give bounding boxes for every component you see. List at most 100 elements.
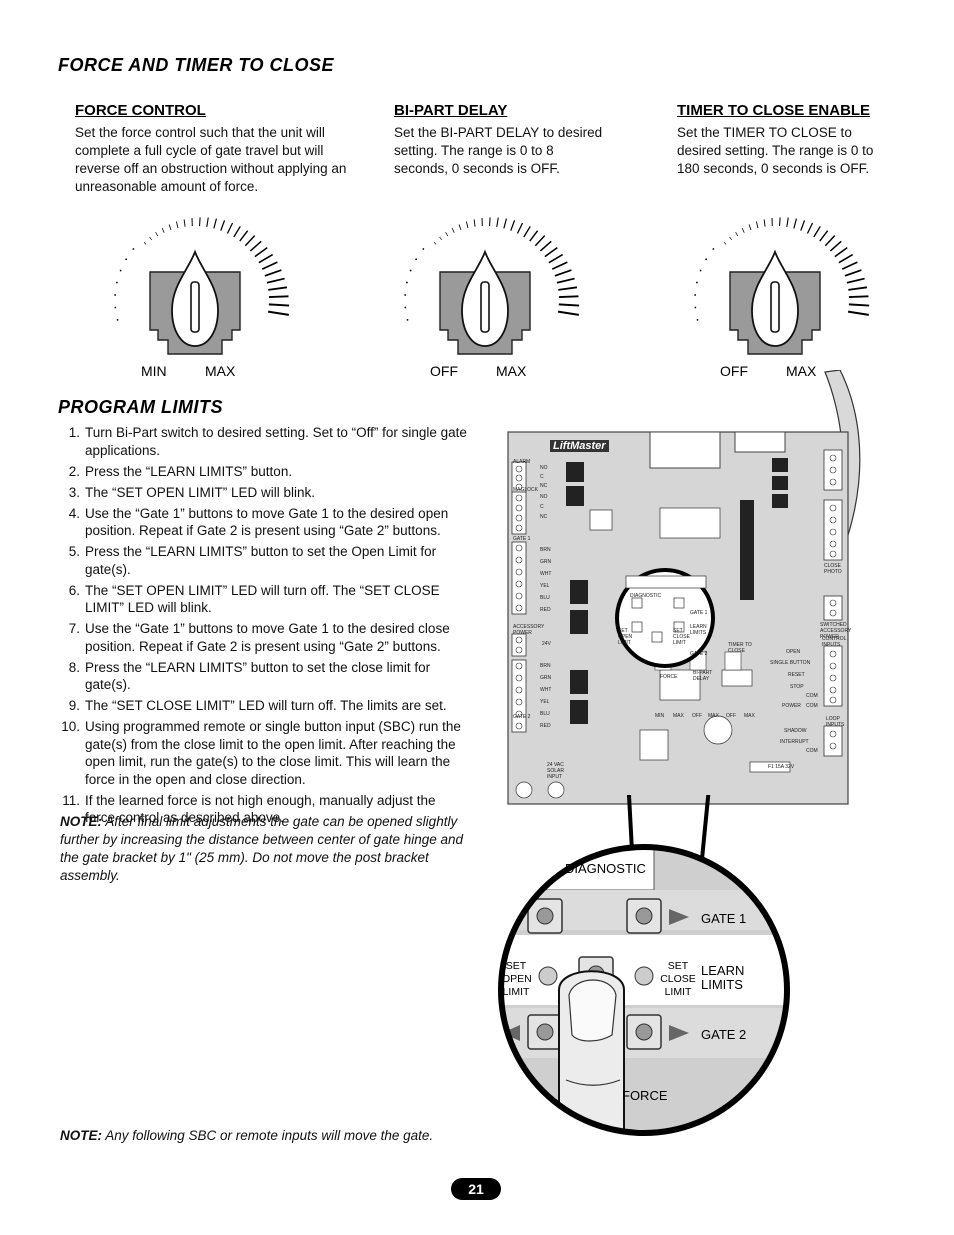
dial-tick [548, 253, 564, 264]
dial-tick [116, 281, 118, 284]
board-label-accessory-power: ACCESSORY POWER [513, 624, 545, 636]
dial-tick [415, 258, 418, 261]
zoom-label-diagnostic: DIAGNOSTIC [565, 861, 646, 876]
step-number: 3. [68, 484, 80, 500]
dial-tick [149, 236, 152, 241]
board-label-com-3: COM [806, 748, 818, 754]
dial-tick [489, 217, 491, 227]
board-label-close-photo: CLOSE PHOTO [824, 563, 842, 575]
board-label-fuse: F1 15A 32V [768, 764, 795, 770]
step-item: 11. If the learned force is not high enou… [60, 792, 468, 827]
dial-tick [834, 247, 848, 258]
dial-tick [841, 261, 858, 270]
board-label-alarm: ALARM [513, 459, 531, 465]
learn-limits-button[interactable] [579, 957, 613, 991]
dial-tick [539, 240, 552, 252]
board-label-24v: 24V [542, 641, 551, 647]
board-label-gate1-btn: GATE 1 [690, 610, 708, 616]
dial-tick [439, 236, 442, 241]
board-label-open: OPEN [786, 649, 801, 655]
dial-tick [556, 277, 575, 284]
bipart-delay-text: Set the BI-PART DELAY to desired setting… [394, 125, 603, 176]
dial-tick [529, 230, 539, 242]
dial-tick [696, 318, 699, 321]
dial-tick [226, 222, 234, 234]
gate1-open-button[interactable] [627, 899, 661, 933]
force-control-text: Set the force control such that the unit… [75, 125, 347, 194]
dial-tick [406, 318, 409, 321]
dial-tick [261, 261, 278, 270]
dial-tick [119, 269, 122, 272]
bipart-max-label: MAX [496, 363, 527, 379]
dial-tick [249, 240, 262, 252]
dial-tick [213, 218, 218, 229]
step-item: 2.Press the “LEARN LIMITS” button. [60, 463, 468, 481]
dial-tick [779, 217, 781, 227]
dial-tick [838, 253, 854, 264]
gate2-close-button[interactable] [528, 1015, 562, 1049]
board-label-com-2: COM [806, 703, 818, 709]
dial-tick [473, 219, 476, 227]
dial-tick [168, 224, 172, 231]
section-title-program-limits: PROGRAM LIMITS [58, 397, 223, 417]
dial-tick [712, 248, 715, 250]
dial-tick [694, 294, 697, 296]
board-label-solar: 24 VAC SOLAR INPUT [547, 762, 564, 780]
program-limits-steps: 1.Turn Bi-Part switch to desired setting… [60, 424, 468, 830]
dial-tick [244, 235, 256, 247]
step-item: 7.Use the “Gate 1” buttons to move Gate … [60, 620, 468, 655]
step-text: If the learned force is not high enough,… [85, 792, 436, 826]
step-number: 9. [68, 698, 80, 713]
dial-tick [696, 281, 698, 284]
bipart-delay-heading: BI-PART DELAY [394, 102, 508, 119]
step-text: Using programmed remote or single button… [85, 719, 461, 787]
board-label-power: POWER [782, 703, 801, 709]
board-label-off-2: OFF [726, 713, 736, 719]
step-text: Turn Bi-Part switch to desired setting. … [85, 425, 467, 458]
board-label-gate2: GATE 2 [513, 714, 531, 720]
dial-slot [480, 281, 490, 333]
dial-tick [819, 230, 829, 242]
page-number: 21 [451, 1178, 501, 1200]
force-control-dial[interactable] [110, 212, 300, 367]
step-item: 1.Turn Bi-Part switch to desired setting… [60, 424, 468, 459]
dial-tick [125, 258, 128, 261]
dial-tick [516, 222, 524, 234]
zoom-label-gate2: GATE 2 [701, 1027, 747, 1042]
dial-tick [176, 221, 179, 229]
step-item: 3.The “SET OPEN LIMIT” LED will blink. [60, 484, 468, 502]
dial-tick [503, 218, 508, 229]
dial-tick [699, 269, 702, 272]
board-label-set-open: SET OPEN LIMIT [618, 628, 633, 646]
step-item: 9.The “SET CLOSE LIMIT” LED will turn of… [60, 697, 468, 715]
step-item: 4.Use the “Gate 1” buttons to move Gate … [60, 505, 468, 540]
timer-close-dial[interactable] [690, 212, 880, 367]
dial-tick [114, 306, 117, 309]
dial-tick [155, 232, 159, 237]
dial-tick [267, 310, 289, 316]
dial-tick [199, 217, 201, 227]
step-text: Use the “Gate 1” buttons to move Gate 1 … [85, 505, 449, 539]
dial-tick [445, 232, 449, 237]
step-number: 5. [68, 544, 80, 559]
dial-tick [844, 269, 862, 277]
dial-tick [264, 269, 282, 277]
dial-tick [233, 226, 241, 238]
timer-max-label: MAX [786, 363, 817, 379]
board-label-max-1: MAX [673, 713, 684, 719]
board-brand-logo: LiftMaster [550, 440, 609, 452]
board-label-switched-accessory: SWITCHED ACCESSORY POWER [820, 622, 852, 640]
dial-tick [451, 227, 455, 233]
force-max-label: MAX [205, 363, 236, 379]
bipart-delay-dial[interactable] [400, 212, 590, 367]
gate2-open-button[interactable] [627, 1015, 661, 1049]
dial-tick [806, 222, 814, 234]
gate1-close-button[interactable] [528, 899, 562, 933]
section-title-force-timer: FORCE AND TIMER TO CLOSE [58, 55, 335, 75]
step-number: 11. [62, 792, 80, 808]
dial-tick [510, 220, 516, 231]
board-label-bipart: BI-PART DELAY [693, 670, 713, 682]
